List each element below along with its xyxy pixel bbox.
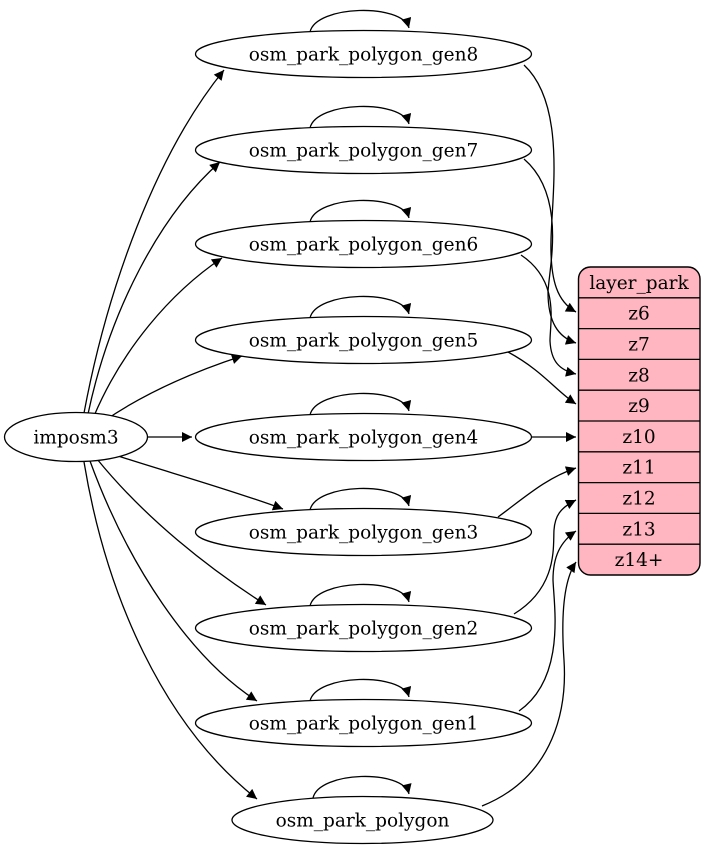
layer-park-row-z13: z13 [622, 519, 655, 540]
node-osm-park-polygon-gen8: osm_park_polygon_gen8 [194, 29, 533, 79]
node-ellipse [194, 603, 533, 653]
node-osm-park-polygon-gen2: osm_park_polygon_gen2 [194, 603, 533, 653]
node-ellipse [194, 315, 533, 365]
layer-park-title: layer_park [589, 273, 689, 294]
edge-gen5-z9 [507, 351, 577, 405]
node-ellipse [194, 29, 533, 79]
layer-park-row-z6: z6 [628, 304, 650, 325]
node-osm-park-polygon-gen4: osm_park_polygon_gen4 [194, 412, 533, 462]
node-osm-park-polygon-gen3: osm_park_polygon_gen3 [194, 507, 533, 557]
node-label: osm_park_polygon_gen2 [249, 619, 479, 640]
edge-imposm3-gen8 [83, 69, 225, 414]
edge-gen1-z13 [518, 530, 577, 712]
self-loop-gen2 [309, 583, 412, 607]
self-loop-gen6 [309, 199, 412, 223]
node-ellipse [231, 795, 494, 845]
node-label: osm_park_polygon_gen6 [249, 235, 479, 256]
self-loop-gen3 [309, 487, 412, 511]
node-osm-park-polygon-gen5: osm_park_polygon_gen5 [194, 315, 533, 365]
edge-gen3-z11 [497, 466, 577, 518]
edge-imposm3-osm-park-polygon [83, 461, 258, 800]
node-ellipse [3, 411, 149, 463]
self-loop-gen5 [309, 295, 412, 319]
edge-imposm3-gen6 [93, 257, 223, 417]
edge-imposm3-gen7 [87, 161, 221, 415]
edge-gen7-z7 [523, 158, 577, 345]
node-ellipse [194, 698, 533, 748]
layer-park-row-z9: z9 [628, 396, 650, 417]
node-osm-park-polygon-gen7: osm_park_polygon_gen7 [194, 125, 533, 175]
node-ellipse [194, 412, 533, 462]
node-osm-park-polygon: osm_park_polygon [231, 795, 494, 845]
layer-park-row-z10: z10 [622, 427, 655, 448]
node-layer-park: layer_park z6 z7 z8 z9 z10 z11 z12 z13 z… [577, 266, 701, 576]
self-loop-gen4 [309, 392, 412, 416]
node-label: osm_park_polygon_gen8 [249, 45, 479, 66]
layer-park-row-z8: z8 [628, 365, 650, 386]
edge-osm-park-polygon-z14 [481, 561, 577, 807]
self-loop-osm-park-polygon [312, 775, 412, 799]
edge-imposm3-gen3 [111, 453, 284, 511]
layer-park-row-z14: z14+ [615, 550, 664, 571]
node-label: osm_park_polygon_gen5 [249, 331, 479, 352]
self-loops [309, 9, 412, 799]
node-label: imposm3 [33, 428, 118, 449]
layer-park-row-z11: z11 [622, 458, 655, 479]
layer-park-row-z7: z7 [628, 335, 650, 356]
edge-imposm3-gen2 [96, 458, 267, 606]
node-osm-park-polygon-gen1: osm_park_polygon_gen1 [194, 698, 533, 748]
layer-park-row-z12: z12 [622, 489, 655, 510]
node-label: osm_park_polygon [276, 811, 450, 832]
node-imposm3: imposm3 [3, 411, 149, 463]
edge-imposm3-gen1 [89, 460, 258, 702]
self-loop-gen1 [309, 678, 412, 702]
node-label: osm_park_polygon_gen3 [249, 523, 479, 544]
edges-to-layer-park [481, 64, 577, 807]
edges-from-imposm3 [83, 69, 284, 800]
node-osm-park-polygon-gen6: osm_park_polygon_gen6 [194, 219, 533, 269]
self-loop-gen8 [309, 9, 412, 33]
node-ellipse [194, 125, 533, 175]
edge-gen2-z12 [513, 499, 577, 615]
node-ellipse [194, 507, 533, 557]
self-loop-gen7 [309, 105, 412, 129]
node-ellipse [194, 219, 533, 269]
node-label: osm_park_polygon_gen4 [249, 428, 479, 449]
edge-gen6-z8 [520, 254, 577, 377]
edge-imposm3-gen5 [103, 354, 243, 422]
node-label: osm_park_polygon_gen1 [249, 714, 479, 735]
edge-gen8-z6 [523, 64, 577, 313]
node-label: osm_park_polygon_gen7 [249, 141, 479, 162]
